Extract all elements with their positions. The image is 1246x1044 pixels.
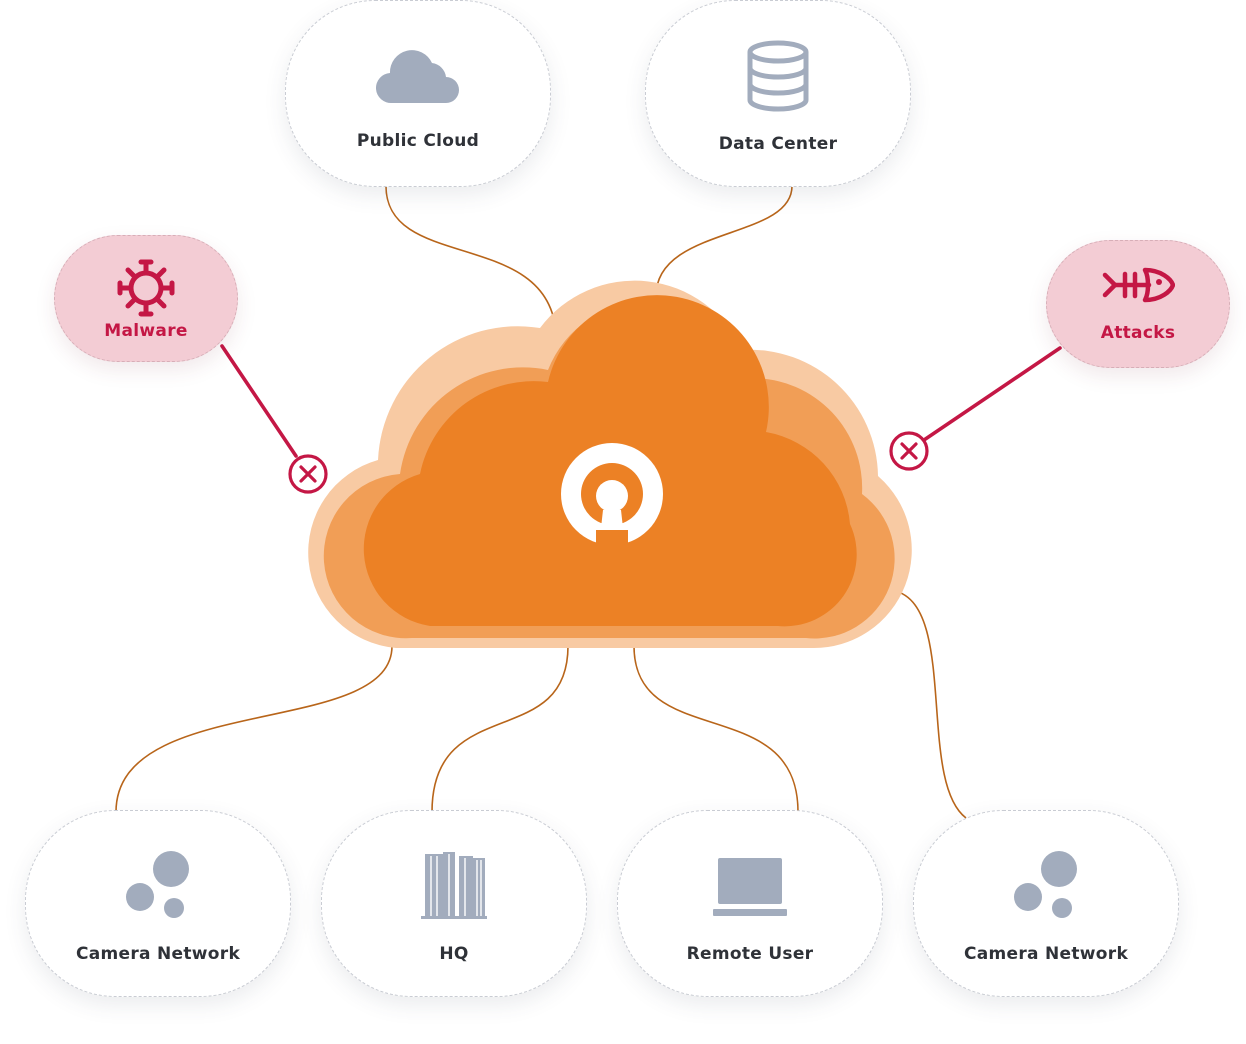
virus-icon bbox=[117, 259, 175, 316]
node-data-center: Data Center bbox=[645, 0, 911, 187]
threat-malware: Malware bbox=[54, 235, 238, 362]
node-label: Data Center bbox=[718, 133, 838, 154]
cloud-icon bbox=[376, 49, 459, 103]
blocked-x-icon bbox=[288, 454, 328, 494]
threat-line-malware bbox=[220, 344, 298, 458]
connector-public-cloud bbox=[385, 185, 557, 335]
node-label: Camera Network bbox=[75, 943, 241, 964]
node-label: Remote User bbox=[686, 943, 814, 964]
connector-remote-user bbox=[633, 645, 799, 813]
database-icon bbox=[747, 40, 809, 111]
blocked-x-icon bbox=[889, 431, 929, 471]
office-building-icon bbox=[421, 851, 487, 919]
threat-label: Attacks bbox=[1100, 323, 1176, 343]
laptop-icon bbox=[713, 857, 787, 916]
node-camera-network-right: Camera Network bbox=[913, 810, 1179, 997]
hub-cloud bbox=[308, 280, 912, 649]
node-camera-network-left: Camera Network bbox=[25, 810, 291, 997]
camera-network-icon bbox=[126, 850, 189, 918]
node-hq: HQ bbox=[321, 810, 587, 997]
node-label: HQ bbox=[439, 943, 469, 964]
node-label: Camera Network bbox=[963, 943, 1129, 964]
node-remote-user: Remote User bbox=[617, 810, 883, 997]
connector-data-center bbox=[655, 185, 793, 297]
connector-hq bbox=[431, 645, 569, 813]
connector-camera-network-left bbox=[115, 645, 393, 813]
threat-label: Malware bbox=[104, 320, 188, 341]
node-label: Public Cloud bbox=[356, 130, 480, 151]
connector-camera-network-right bbox=[889, 589, 967, 819]
threat-attacks: Attacks bbox=[1046, 240, 1230, 368]
camera-network-icon bbox=[1014, 850, 1077, 918]
keyhole-logo-icon bbox=[561, 443, 663, 550]
fishbone-icon bbox=[1102, 267, 1175, 303]
threat-line-attacks bbox=[922, 346, 1062, 442]
node-public-cloud: Public Cloud bbox=[285, 0, 551, 187]
